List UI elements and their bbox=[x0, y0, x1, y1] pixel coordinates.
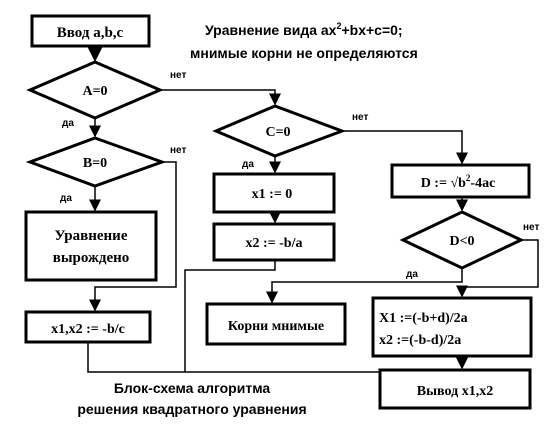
x1-zero-label: x1 := 0 bbox=[252, 187, 293, 202]
degenerate-line1: Уравнение bbox=[55, 228, 128, 244]
diagram-title-line2: мнимые корни не определяются bbox=[190, 45, 418, 61]
x1-formula: X1 :=(-b+d)/2a bbox=[379, 311, 468, 326]
decision-d: D<0 bbox=[399, 210, 525, 270]
decision-a-label: A=0 bbox=[82, 84, 107, 99]
decision-d-no: нет bbox=[523, 222, 539, 233]
single-root-block: x1,x2 := -b/c bbox=[24, 310, 152, 344]
decision-c-label: C=0 bbox=[265, 125, 290, 140]
decision-d-yes: да bbox=[406, 269, 418, 280]
caption-line2: решения квадратного уравнения bbox=[77, 401, 306, 417]
decision-a-no: нет bbox=[170, 70, 186, 81]
discriminant-block: D := √b2-4ac bbox=[390, 163, 531, 199]
decision-a: A=0 bbox=[26, 60, 164, 120]
x2-ba-block: x2 := -b/a bbox=[212, 222, 336, 262]
diagram-title-line1: Уравнение вида ax2+bx+c=0; bbox=[205, 21, 403, 38]
x1-zero-block: x1 := 0 bbox=[212, 172, 336, 214]
decision-c-yes: да bbox=[242, 159, 254, 170]
roots-formula-block: X1 :=(-b+d)/2a x2 :=(-b-d)/2a bbox=[371, 296, 533, 358]
x2-ba-label: x2 := -b/a bbox=[246, 236, 303, 251]
discriminant-label: D := √b2-4ac bbox=[421, 173, 496, 191]
decision-b-label: B=0 bbox=[83, 156, 107, 171]
decision-a-yes: да bbox=[62, 118, 74, 129]
decision-b: B=0 bbox=[25, 136, 167, 188]
input-block-label: Ввод a,b,c bbox=[57, 25, 124, 41]
imaginary-roots-label: Корни мнимые bbox=[228, 319, 324, 334]
decision-c: C=0 bbox=[212, 104, 347, 158]
single-root-label: x1,x2 := -b/c bbox=[51, 322, 125, 337]
output-block-label: Вывод x1,x2 bbox=[417, 384, 493, 399]
decision-b-yes: да bbox=[60, 193, 72, 204]
degenerate-line2: вырождено bbox=[53, 250, 130, 266]
output-block: Вывод x1,x2 bbox=[378, 368, 532, 410]
imaginary-roots-block: Корни мнимые bbox=[205, 302, 347, 346]
x2-formula: x2 :=(-b-d)/2a bbox=[379, 333, 461, 348]
degenerate-block: Уравнение вырождено bbox=[24, 210, 158, 282]
decision-b-no: нет bbox=[170, 145, 186, 156]
decision-c-no: нет bbox=[352, 112, 368, 123]
decision-d-label: D<0 bbox=[449, 234, 474, 249]
input-block: Ввод a,b,c bbox=[30, 14, 151, 48]
caption-line1: Блок-схема алгоритма bbox=[114, 380, 271, 396]
